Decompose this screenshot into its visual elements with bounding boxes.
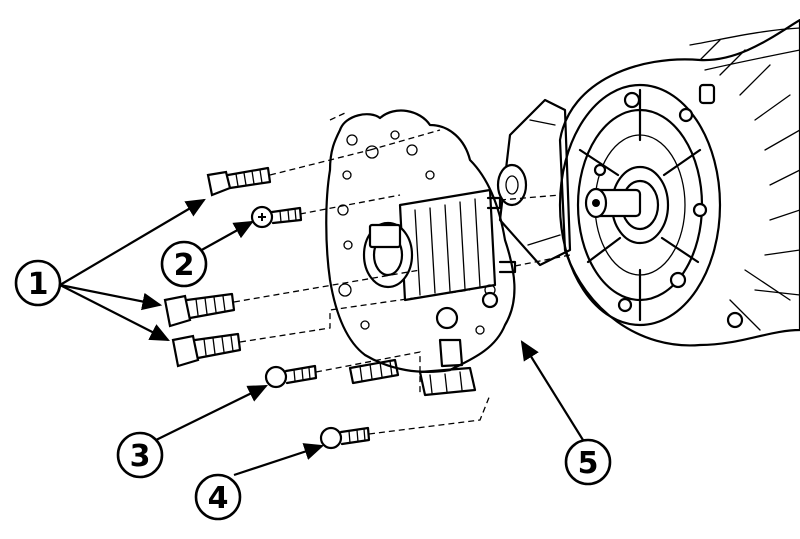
callout-1: 1	[14, 259, 62, 307]
callout-3-label: 3	[130, 439, 151, 474]
callout-4-label: 4	[208, 481, 229, 516]
bolt-1-lower	[171, 332, 242, 368]
leader-arrows	[59, 198, 584, 477]
screw-2	[250, 205, 303, 229]
callout-4: 4	[194, 473, 242, 521]
bolt-1-upper	[206, 166, 272, 197]
alternator-body	[496, 18, 800, 347]
callout-2-label: 2	[174, 248, 195, 283]
callout-5-label: 5	[578, 446, 599, 481]
callout-5: 5	[564, 438, 612, 486]
bolt-1-middle	[163, 292, 236, 328]
screw-4	[319, 426, 371, 450]
screw-3	[264, 364, 318, 389]
callout-2: 2	[160, 240, 208, 288]
callout-1-label: 1	[28, 267, 49, 302]
regulator-assembly	[325, 109, 517, 397]
stud-bolt	[348, 358, 400, 385]
alignment-lines	[233, 112, 571, 435]
callout-3: 3	[116, 431, 164, 479]
